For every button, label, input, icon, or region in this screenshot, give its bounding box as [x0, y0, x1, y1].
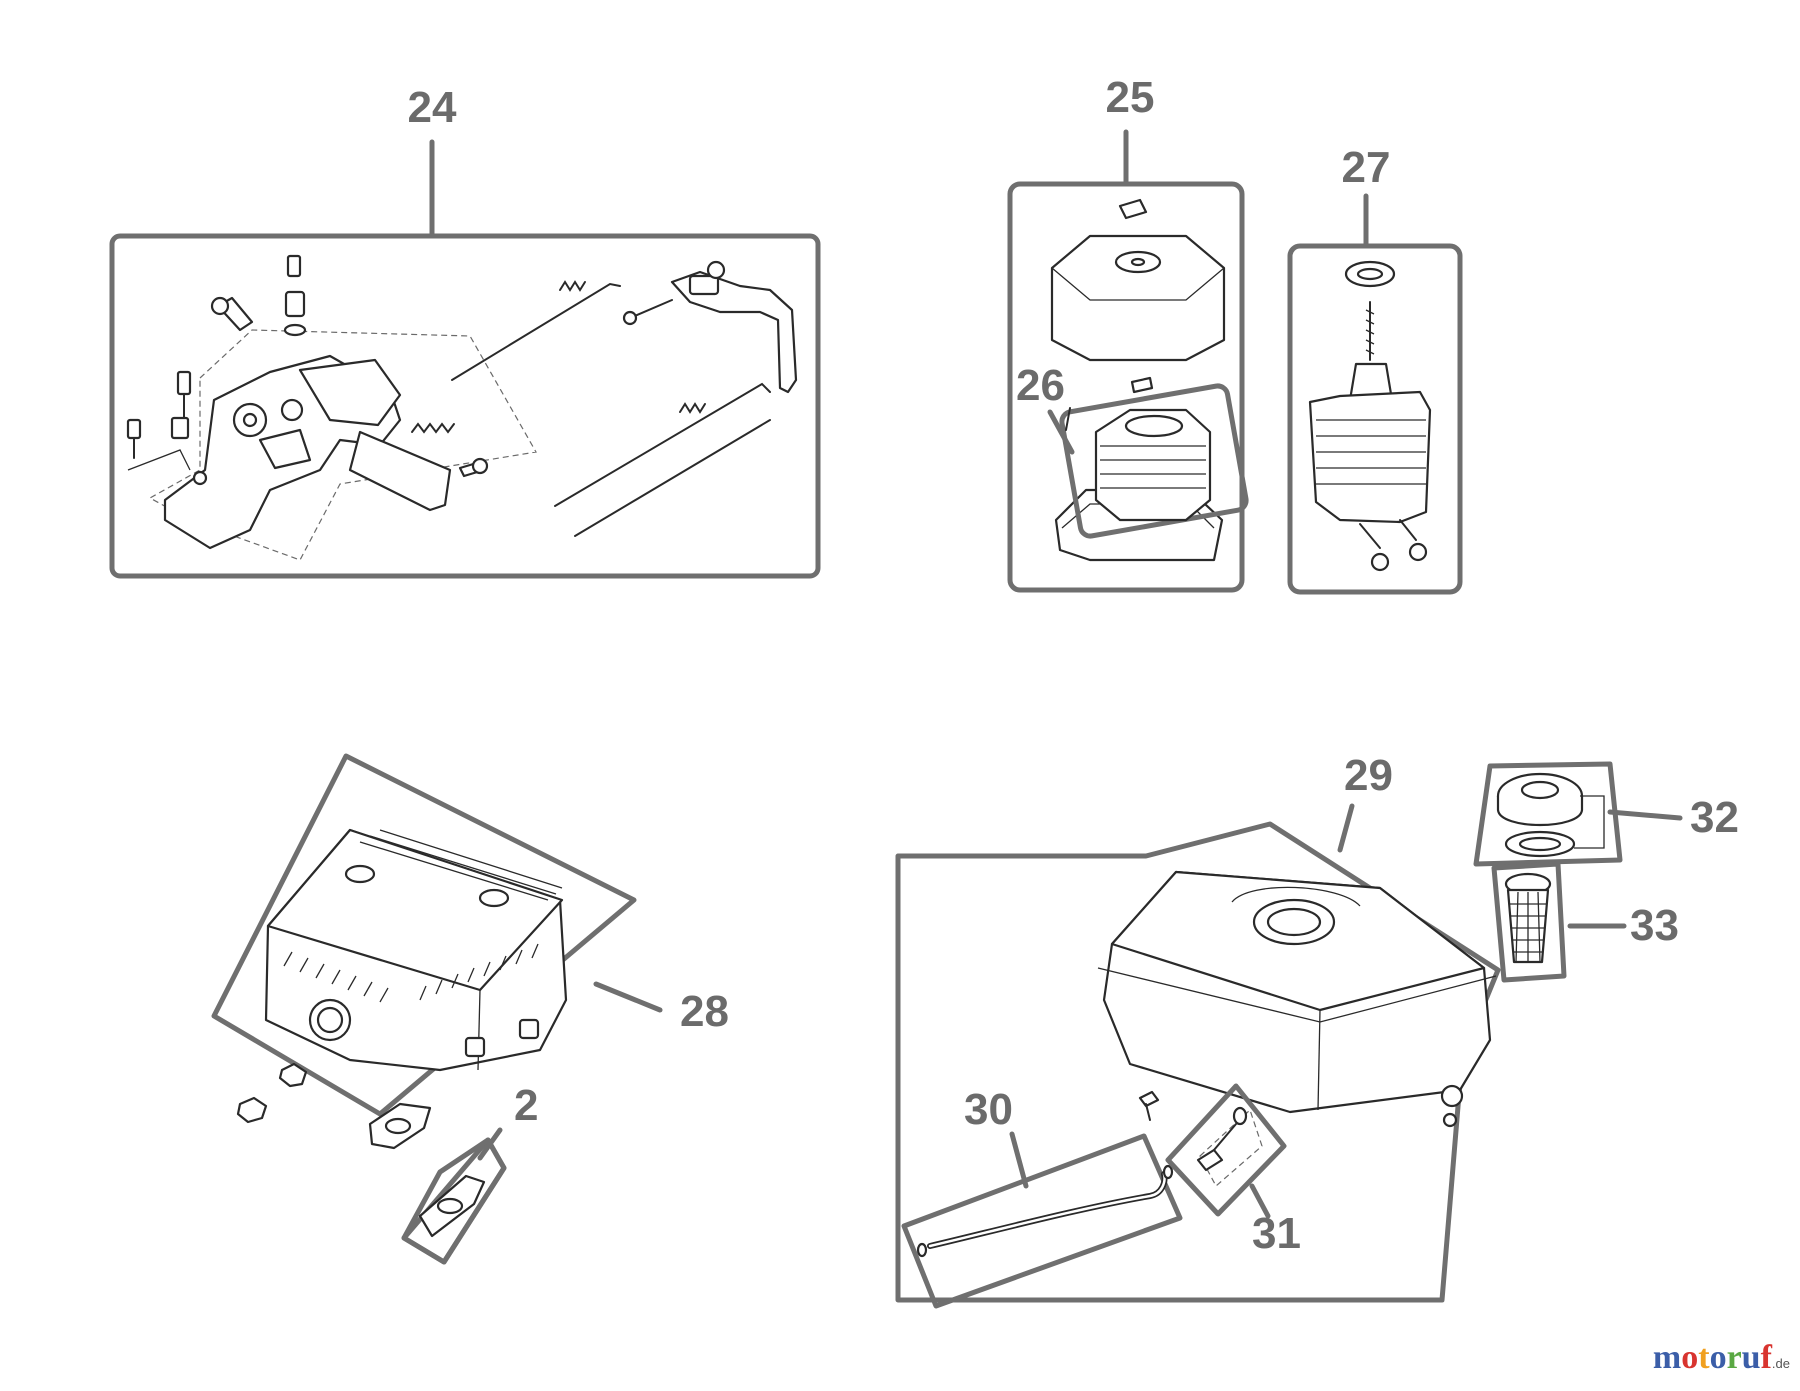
leader-30 — [1009, 1131, 1029, 1189]
callout-27[interactable]: 27 — [1342, 143, 1391, 192]
watermark-tld: .de — [1771, 1356, 1790, 1371]
group-31-fuel-valve: 31 — [1165, 1083, 1301, 1258]
group-2-gasket: 2 — [401, 1081, 538, 1265]
frame-26 — [1059, 383, 1249, 539]
watermark-letter: r — [1726, 1339, 1742, 1376]
leader-29 — [1337, 803, 1355, 853]
group-33-fuel-strainer: 33 — [1491, 861, 1679, 983]
callout-24[interactable]: 24 — [408, 83, 457, 132]
frame-27 — [1287, 243, 1463, 595]
group-32-fuel-cap: 32 — [1473, 761, 1739, 867]
leader-32 — [1607, 809, 1683, 821]
motoruf-watermark: motoruf.de — [1653, 1339, 1790, 1377]
frame-24 — [109, 233, 821, 579]
callout-25[interactable]: 25 — [1106, 73, 1155, 122]
leader-2 — [477, 1127, 503, 1161]
callout-32[interactable]: 32 — [1690, 793, 1739, 842]
leader-26 — [1047, 409, 1075, 455]
leader-31 — [1249, 1183, 1271, 1219]
group-29-fuel-tank: 29 — [895, 751, 1501, 1303]
callout-2[interactable]: 2 — [514, 1081, 538, 1130]
callout-30[interactable]: 30 — [964, 1085, 1013, 1134]
frame-31 — [1165, 1083, 1287, 1217]
frame-33 — [1491, 861, 1567, 983]
watermark-letter: o — [1709, 1339, 1727, 1376]
callout-33[interactable]: 33 — [1630, 901, 1679, 950]
group-27-oil-bath: 27 — [1287, 143, 1463, 595]
group-25-air-cleaner: 25 26 — [1007, 73, 1249, 593]
watermark-letter: t — [1698, 1339, 1710, 1376]
watermark-letter: m — [1652, 1339, 1682, 1376]
frame-32 — [1473, 761, 1623, 867]
watermark-letter: u — [1741, 1339, 1761, 1376]
callout-26[interactable]: 26 — [1016, 361, 1065, 410]
frame-30 — [901, 1133, 1183, 1309]
watermark-letter: f — [1760, 1339, 1772, 1376]
group-24-governor-assembly: 24 — [109, 83, 821, 579]
group-30-fuel-line: 30 — [901, 1085, 1183, 1309]
callout-31[interactable]: 31 — [1252, 1209, 1301, 1258]
callout-28[interactable]: 28 — [680, 987, 729, 1036]
callout-29[interactable]: 29 — [1344, 751, 1393, 800]
frame-28 — [211, 753, 637, 1117]
group-28-muffler: 28 — [211, 753, 729, 1150]
leader-28 — [593, 981, 663, 1013]
watermark-letter: o — [1681, 1339, 1699, 1376]
